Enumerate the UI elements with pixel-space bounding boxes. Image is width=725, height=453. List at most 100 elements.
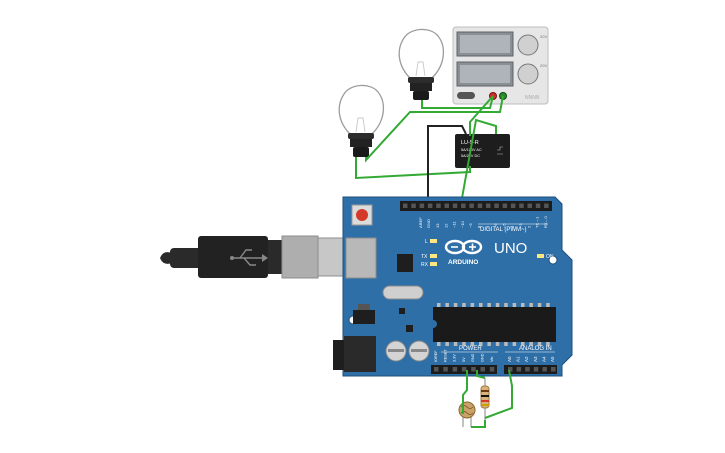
analog-pin-hole[interactable] <box>508 367 513 372</box>
wire-gnd-resistor[interactable] <box>476 370 486 379</box>
digital-pin-label: RX←0 <box>543 215 548 228</box>
analog-pin-hole[interactable] <box>533 367 539 372</box>
wire-5v-ldr[interactable] <box>462 370 468 414</box>
led-rx <box>430 262 437 266</box>
digital-pin-hole[interactable] <box>502 203 508 209</box>
relay-module[interactable]: LU-5-R 5A/125V AC 5A/24V DC <box>455 134 510 168</box>
power-pin-label: GND <box>481 353 485 362</box>
digital-pin-label: 12 <box>443 223 448 228</box>
digital-pin-hole[interactable] <box>519 203 524 209</box>
light-bulb-2[interactable] <box>338 84 384 157</box>
capacitor-2 <box>408 340 430 362</box>
digital-pin-hole[interactable] <box>486 203 491 209</box>
digital-pin-hole[interactable] <box>544 203 549 209</box>
digital-pin-label: ~3 <box>518 223 523 228</box>
digital-pin-hole[interactable] <box>427 203 433 209</box>
digital-pin-label: ~6 <box>493 223 498 228</box>
power-pin-hole[interactable] <box>461 367 467 372</box>
digital-pin-label: ~5 <box>501 223 506 228</box>
wire-supply-relay[interactable] <box>469 95 494 136</box>
analog-pin-hole[interactable] <box>542 367 547 372</box>
led-on-label: ON <box>546 254 554 260</box>
power-pin-label: Vin <box>490 357 494 362</box>
board-model: UNO <box>494 240 527 257</box>
digital-pin-hole[interactable] <box>535 203 541 209</box>
led-tx-label: TX <box>421 254 428 260</box>
wire-supply-bulb1[interactable] <box>421 95 494 109</box>
digital-pin-label: 8 <box>477 225 482 228</box>
led-rx-label: RX <box>421 262 429 268</box>
led-l-label: L <box>425 239 428 245</box>
digital-pin-hole[interactable] <box>419 203 425 209</box>
usb-chip <box>397 254 413 272</box>
power-pin-hole[interactable] <box>434 367 439 372</box>
power-pin-hole[interactable] <box>471 367 476 372</box>
analog-pin-label: A5 <box>550 356 555 362</box>
power-switch[interactable] <box>457 92 475 99</box>
analog-pin-hole[interactable] <box>516 367 522 372</box>
knob2-label: 20V <box>540 63 547 68</box>
digital-pin-hole[interactable] <box>469 203 474 209</box>
wire-bulb2-relay[interactable] <box>355 157 471 180</box>
analog-pin-label: A0 <box>507 356 512 362</box>
digital-pin-hole[interactable] <box>461 203 466 209</box>
relay-model: LU-5-R <box>461 140 479 146</box>
power-pin-label: 3.3V <box>453 354 457 362</box>
power-supply[interactable]: 20V 20V NNNN <box>452 26 549 105</box>
digital-pin-hole[interactable] <box>477 203 483 209</box>
photoresistor[interactable] <box>458 401 476 427</box>
power-pin-hole[interactable] <box>443 367 448 372</box>
atmega-chip <box>433 303 556 346</box>
gnd-label: GND <box>426 219 431 228</box>
power-pin-hole[interactable] <box>452 367 458 372</box>
digital-pin-hole[interactable] <box>444 203 450 209</box>
analog-pin-hole[interactable] <box>525 367 530 372</box>
power-pin-label: IOREF <box>434 350 438 362</box>
arduino-logo-text: ARDUINO <box>448 259 478 266</box>
power-pin-label: GND <box>471 353 475 362</box>
digital-pin-hole[interactable] <box>452 203 458 209</box>
aref-label: AREF <box>418 217 423 228</box>
digital-pin-label: ~11 <box>452 221 457 228</box>
usb-symbol-icon <box>232 249 262 266</box>
power-pin-label: RESET <box>443 349 447 362</box>
wire-ldr-resistor[interactable] <box>471 420 486 428</box>
resistor[interactable] <box>480 378 490 420</box>
dc-power-jack <box>333 336 376 372</box>
knob1-label: 20V <box>540 34 547 39</box>
led-l <box>430 239 437 243</box>
wire-supply-bulb2[interactable] <box>365 95 504 163</box>
digital-pin-hole[interactable] <box>494 203 499 209</box>
usb-cable[interactable] <box>160 235 349 279</box>
digital-header[interactable] <box>400 201 552 211</box>
wire-a0-sensor[interactable] <box>484 369 513 419</box>
analog-pin-label: A1 <box>516 356 521 362</box>
analog-pin-hole[interactable] <box>551 367 556 372</box>
digital-pin-label: ~10 <box>460 220 465 228</box>
power-pin-hole[interactable] <box>480 367 486 372</box>
digital-pin-label: ~9 <box>468 223 473 228</box>
capacitor-1 <box>385 340 407 362</box>
analog-header[interactable] <box>504 365 557 374</box>
analog-pin-label: A4 <box>541 356 546 362</box>
digital-pin-hole[interactable] <box>403 203 408 209</box>
led-tx <box>430 254 437 258</box>
digital-pin-label: 2 <box>526 225 531 228</box>
arduino-logo-icon <box>444 239 483 255</box>
digital-pin-hole[interactable] <box>510 203 516 209</box>
reset-button[interactable] <box>351 204 373 226</box>
analog-pin-label: A2 <box>524 356 529 362</box>
relay-rating-2: 5A/24V DC <box>461 154 480 158</box>
light-bulb-1[interactable] <box>398 28 444 100</box>
led-on <box>537 254 544 258</box>
sensor-wires <box>462 369 513 428</box>
digital-pin-hole[interactable] <box>411 203 416 209</box>
power-pin-hole[interactable] <box>489 367 495 372</box>
digital-pin-label: 13 <box>435 223 440 228</box>
digital-pin-hole[interactable] <box>436 203 441 209</box>
digital-pin-hole[interactable] <box>527 203 533 209</box>
